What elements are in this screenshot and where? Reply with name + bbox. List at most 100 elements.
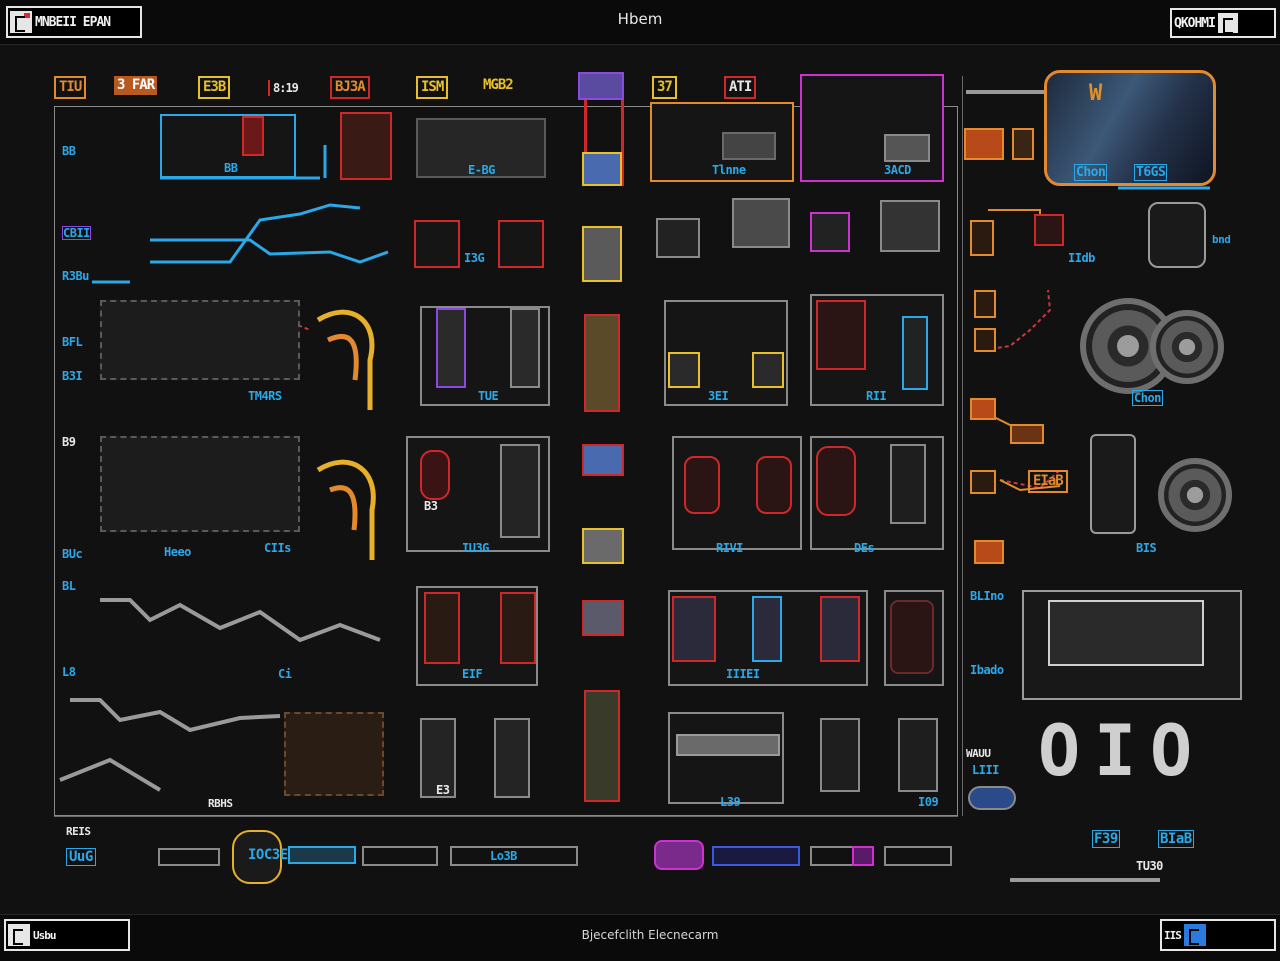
logo-icon bbox=[10, 11, 32, 33]
magenta-block[interactable] bbox=[852, 846, 874, 866]
tag-mgb2[interactable]: MGB2 bbox=[483, 77, 514, 93]
readout-label[interactable]: F39 bbox=[1092, 830, 1120, 848]
dark-component[interactable] bbox=[420, 718, 456, 798]
grey-frame[interactable] bbox=[1090, 434, 1136, 534]
module-tile[interactable] bbox=[414, 220, 460, 268]
dark-component[interactable] bbox=[510, 308, 540, 388]
yellow-component[interactable] bbox=[752, 352, 784, 388]
dark-component[interactable] bbox=[494, 718, 530, 798]
tag-tiu[interactable]: TIU bbox=[54, 76, 87, 99]
grey-component[interactable] bbox=[820, 718, 860, 792]
orange-module[interactable] bbox=[974, 290, 996, 318]
monitor-component[interactable] bbox=[880, 200, 940, 252]
dark-red-component[interactable] bbox=[890, 600, 934, 674]
module-tile[interactable] bbox=[340, 112, 392, 180]
tag-bj3a[interactable]: BJ3A bbox=[330, 76, 370, 99]
magenta-lens[interactable] bbox=[654, 840, 704, 870]
side-label: Ibado bbox=[970, 663, 1004, 677]
tag-ati[interactable]: ATI bbox=[724, 76, 757, 99]
orange-module[interactable] bbox=[964, 128, 1004, 160]
orange-readout[interactable]: EIaB bbox=[1028, 470, 1068, 493]
orange-module[interactable] bbox=[1010, 424, 1044, 444]
grey-component[interactable] bbox=[884, 134, 930, 162]
red-component[interactable] bbox=[424, 592, 460, 664]
cyan-trace bbox=[150, 238, 389, 264]
module-label: IIIEI bbox=[726, 667, 760, 681]
red-component[interactable] bbox=[242, 116, 264, 156]
readout-label[interactable]: BIaB bbox=[1158, 830, 1194, 848]
orange-module[interactable] bbox=[970, 220, 994, 256]
footer-badge[interactable]: IIS bbox=[1160, 919, 1276, 951]
mechanical-part[interactable] bbox=[100, 436, 300, 532]
bottom-slot[interactable] bbox=[158, 848, 220, 866]
tag-e3b[interactable]: E3B bbox=[198, 76, 231, 99]
blue-bar[interactable] bbox=[712, 846, 800, 866]
tag-37[interactable]: 37 bbox=[652, 76, 677, 99]
red-component[interactable] bbox=[816, 300, 866, 370]
red-indicator[interactable] bbox=[684, 456, 720, 514]
bottom-slot[interactable] bbox=[362, 846, 438, 866]
red-indicator[interactable] bbox=[420, 450, 450, 500]
module-tile[interactable] bbox=[668, 712, 784, 804]
grey-plate[interactable] bbox=[676, 734, 780, 756]
module-label: Chon bbox=[1132, 390, 1163, 406]
camo-block[interactable] bbox=[584, 314, 620, 412]
mechanical-part[interactable] bbox=[284, 712, 384, 796]
grey-component[interactable] bbox=[890, 444, 926, 524]
tag-time[interactable]: 8:19 bbox=[268, 80, 301, 97]
blue-component[interactable] bbox=[752, 596, 782, 662]
red-component[interactable] bbox=[820, 596, 860, 662]
grey-component[interactable] bbox=[722, 132, 776, 160]
yellow-component[interactable] bbox=[668, 352, 700, 388]
gear-icon[interactable] bbox=[1158, 458, 1232, 532]
blue-component[interactable] bbox=[902, 316, 928, 390]
orange-module[interactable] bbox=[974, 540, 1004, 564]
gear-icon[interactable] bbox=[1150, 310, 1224, 384]
module-tile[interactable] bbox=[800, 74, 944, 182]
red-component[interactable] bbox=[672, 596, 716, 662]
orange-module[interactable] bbox=[970, 398, 996, 420]
side-label: BL bbox=[62, 579, 76, 593]
module-tile[interactable] bbox=[160, 114, 296, 178]
orange-module[interactable] bbox=[1012, 128, 1034, 160]
red-component[interactable] bbox=[500, 592, 536, 664]
side-label: B3I bbox=[62, 369, 83, 383]
tag-far[interactable]: 3 FAR bbox=[114, 76, 158, 95]
grey-plate[interactable] bbox=[1048, 600, 1204, 666]
blue-gauge[interactable] bbox=[968, 786, 1016, 810]
module-tile[interactable] bbox=[498, 220, 544, 268]
orange-module[interactable] bbox=[970, 470, 996, 494]
blue-block[interactable] bbox=[582, 152, 622, 186]
grey-frame[interactable] bbox=[1148, 202, 1206, 268]
grey-block[interactable] bbox=[582, 600, 624, 636]
grey-component[interactable] bbox=[656, 218, 700, 258]
dark-component[interactable] bbox=[436, 308, 466, 388]
badge-emblem[interactable] bbox=[232, 830, 282, 884]
cyan-bar[interactable] bbox=[288, 846, 356, 864]
camo-block[interactable] bbox=[584, 690, 620, 802]
dark-component[interactable] bbox=[500, 444, 540, 538]
tag-ism[interactable]: ISM bbox=[416, 76, 449, 99]
red-indicator[interactable] bbox=[756, 456, 792, 514]
monitor-component[interactable] bbox=[732, 198, 790, 248]
purple-block[interactable] bbox=[578, 72, 624, 100]
orange-module[interactable] bbox=[974, 328, 996, 352]
bottom-slot[interactable] bbox=[450, 846, 578, 866]
footer-logo[interactable]: Usbu bbox=[4, 919, 130, 951]
mechanical-part[interactable] bbox=[100, 300, 300, 380]
app-logo[interactable]: MNBEII EPAN bbox=[6, 6, 142, 38]
bottom-slot[interactable] bbox=[884, 846, 952, 866]
brand-badge[interactable]: QKOHMI bbox=[1170, 8, 1276, 38]
red-module[interactable] bbox=[1034, 214, 1064, 246]
bottom-label[interactable]: UuG bbox=[66, 848, 96, 866]
side-label: CBII bbox=[62, 226, 91, 240]
hud-viewport[interactable]: W bbox=[1044, 70, 1216, 186]
grey-block[interactable] bbox=[582, 528, 624, 564]
grey-block[interactable] bbox=[582, 226, 622, 282]
big-zero: O bbox=[1150, 710, 1192, 792]
magenta-component[interactable] bbox=[810, 212, 850, 252]
red-indicator[interactable] bbox=[816, 446, 856, 516]
grey-component[interactable] bbox=[898, 718, 938, 792]
gadget-icon[interactable] bbox=[416, 118, 546, 178]
blue-block[interactable] bbox=[582, 444, 624, 476]
